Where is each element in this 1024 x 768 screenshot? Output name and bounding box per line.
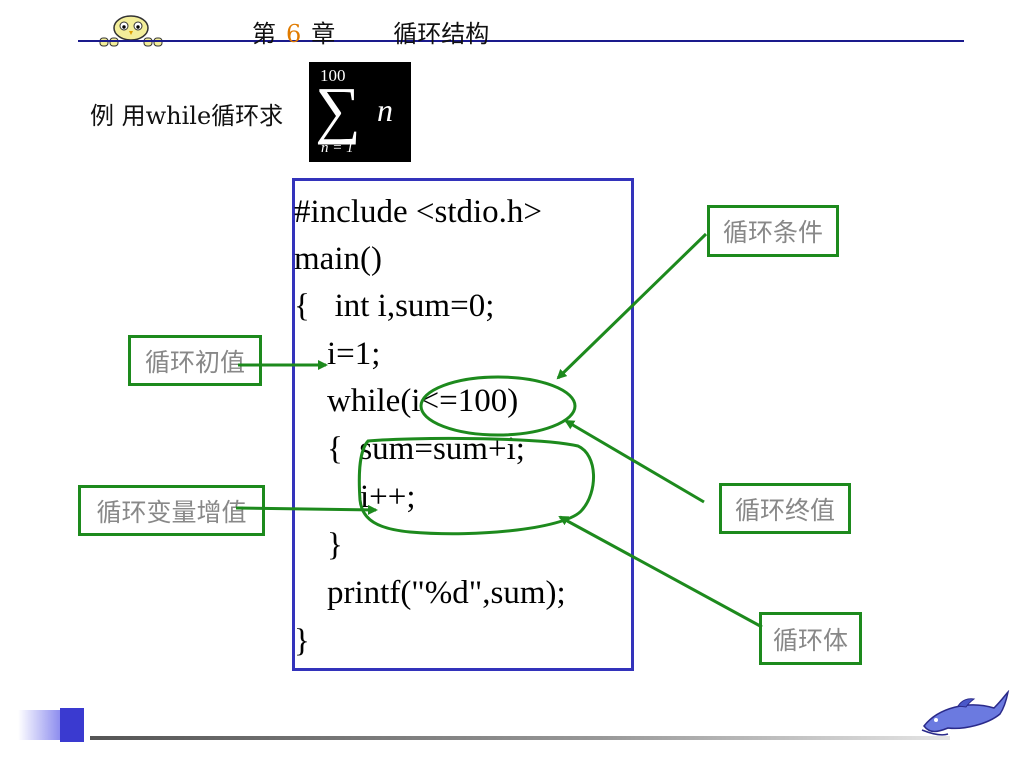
loop-body-highlight-outline <box>357 436 595 536</box>
example-prompt: 例 用while循环求 <box>90 102 284 130</box>
condition-highlight-ellipse <box>419 375 577 437</box>
formula-term: n <box>377 92 393 128</box>
footer-decoration-squares <box>18 708 84 742</box>
label-loop-increment: 循环变量增值 <box>78 485 265 536</box>
code-line: #include <stdio.h> <box>294 194 543 230</box>
label-loop-initial: 循环初值 <box>128 335 262 386</box>
code-line: } <box>294 623 310 659</box>
arrow-loop-body <box>558 515 763 629</box>
sigma-symbol: ∑ <box>315 74 361 145</box>
code-line: i=1; <box>294 336 381 372</box>
arrow-loop-condition <box>556 232 708 380</box>
chapter-suffix: 章 <box>311 20 336 48</box>
summation-formula: 100 ∑ n = 1 n <box>309 62 411 162</box>
label-loop-final: 循环终值 <box>719 483 851 534</box>
code-line: printf("%d",sum); <box>294 575 566 611</box>
header-divider <box>78 40 964 42</box>
arrow-loop-final <box>564 419 705 504</box>
arrow-loop-increment <box>235 504 378 515</box>
chapter-prefix: 第 <box>252 20 276 48</box>
label-loop-condition: 循环条件 <box>707 205 839 257</box>
code-line: { int i,sum=0; <box>294 288 495 324</box>
code-line: } <box>294 527 343 563</box>
code-line: main() <box>294 241 382 277</box>
chapter-number: 6 <box>286 20 302 48</box>
label-loop-body: 循环体 <box>759 612 862 665</box>
formula-upper-limit: 100 <box>320 66 346 85</box>
code-block <box>292 178 634 671</box>
footer-divider <box>90 736 950 740</box>
dolphin-logo-icon <box>921 690 1010 736</box>
chapter-name: 循环结构 <box>393 20 490 48</box>
formula-lower-limit: n = 1 <box>321 140 354 156</box>
